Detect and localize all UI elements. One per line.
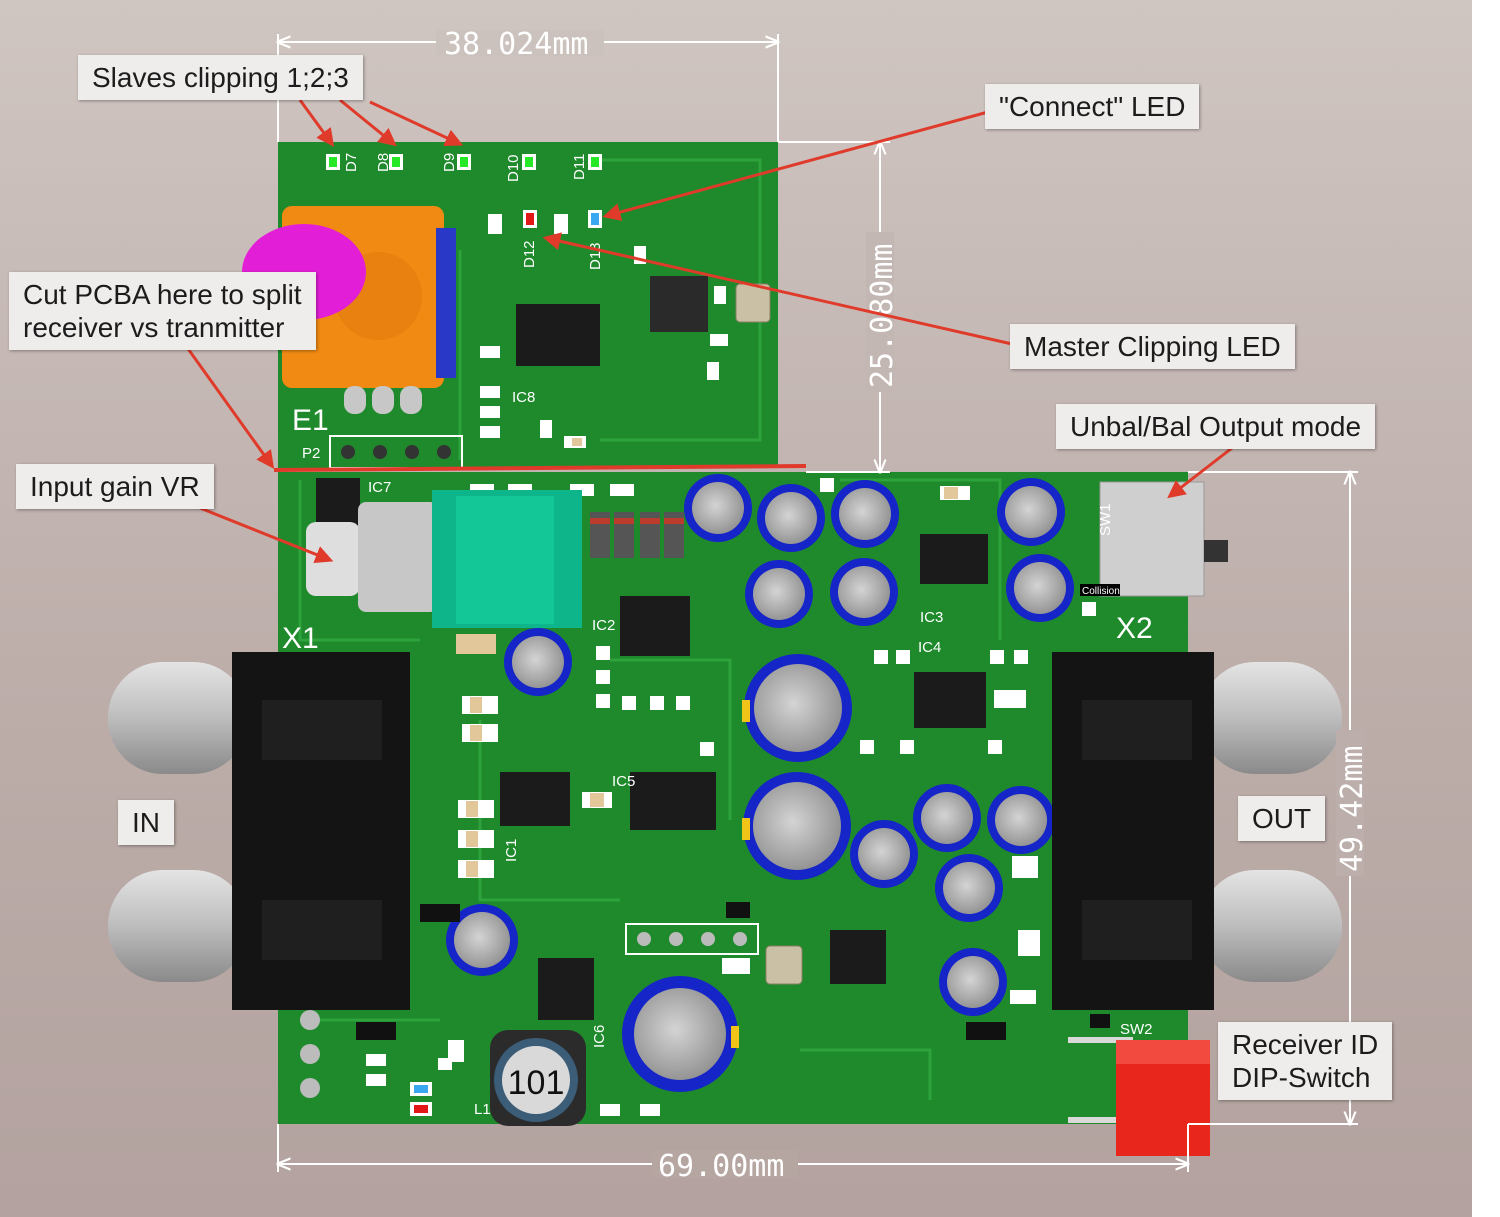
silk-ic5: IC5 [612,773,635,790]
silk-ic8: IC8 [512,389,535,406]
rca-out-connector [1052,652,1214,1010]
cut-line [273,464,807,472]
electrolytic-caps [446,474,1074,1092]
silk-ic3: IC3 [920,609,943,626]
silk-d12: D12 [521,240,538,268]
silk-d10: D10 [505,154,522,182]
silk-sw2: SW2 [1120,1021,1153,1038]
callout-receiver-id: Receiver ID DIP-Switch [1218,1022,1393,1100]
silk-d11: D11 [571,154,588,180]
silk-e1: E1 [292,404,329,437]
cap-polarity-marks [731,700,750,1048]
dim-bg-main-height [1336,730,1364,876]
dim-bg-top [436,30,604,56]
rca-in-barrels [108,662,248,982]
diodes [590,512,684,558]
bottom-leds [410,1082,432,1116]
silk-ic7: IC7 [368,479,391,496]
output-mode-switch [1080,481,1228,597]
crystal-top [735,283,771,323]
tan-capacitors [456,438,958,877]
slave-clipping-leds [326,154,602,170]
rf-chip [650,276,708,332]
dim-bg-main-width [652,1150,798,1178]
connect-led [588,210,602,228]
silk-x1: X1 [282,622,319,655]
dim-top-width: 38.024mm [444,27,589,62]
silk-p2: P2 [302,445,320,462]
ic8-chip [516,304,600,366]
silk-d7: D7 [343,153,360,172]
silk-sw1: SW1 [1097,503,1114,536]
silk-ic6: IC6 [591,1025,608,1048]
callout-master-clipping: Master Clipping LED [1010,324,1295,369]
callout-out: OUT [1238,796,1326,841]
silk-l1: L1 [474,1101,491,1118]
pcb-traces [298,158,1002,1100]
collision-marker: Collision [1082,586,1120,597]
silk-x2: X2 [1116,612,1153,645]
input-gain-pot [306,490,582,628]
dim-main-width: 69.00mm [658,1149,784,1184]
callout-unbal-bal: Unbal/Bal Output mode [1056,404,1376,449]
collision-marker-bg [1080,584,1120,596]
transistors [356,902,1110,1040]
callout-cut-pcba: Cut PCBA here to split receiver vs tranm… [9,272,316,350]
inductor-marking: 101 [508,1064,565,1102]
silk-ic1: IC1 [503,839,520,862]
callout-connect-led: "Connect" LED [985,84,1200,129]
silk-d9: D9 [441,153,458,172]
rca-in-connector [232,652,410,1010]
dim-main-height: 49.42mm [1335,746,1370,872]
callout-input-gain: Input gain VR [16,464,214,509]
callout-slaves-clipping: Slaves clipping 1;2;3 [78,55,363,100]
crystal-main [765,945,803,985]
silk-ic2: IC2 [592,617,615,634]
silk-d8: D8 [375,153,392,172]
main-ics [316,478,988,1020]
power-inductor: 101 [490,1030,586,1126]
master-clipping-led [523,210,537,228]
receiver-id-dip-switch [1068,1037,1210,1156]
callout-in: IN [118,800,174,845]
silk-ic4: IC4 [918,639,941,656]
rca-out-barrels [1200,662,1342,982]
annotation-arrows [174,98,1233,564]
lower-header [625,923,759,955]
smd-components [366,214,1096,1116]
left-pads [300,1010,320,1098]
